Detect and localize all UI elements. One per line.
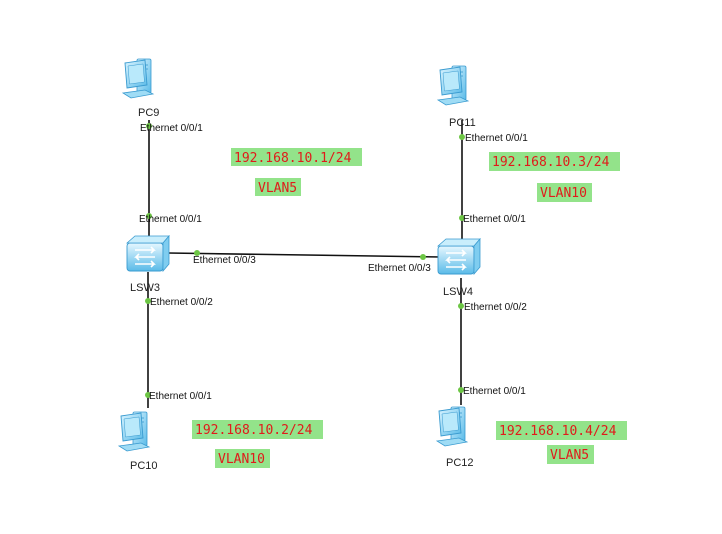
note-pc11-ip: 192.168.10.3/24 bbox=[489, 152, 620, 171]
note-pc12-ip-text: 192.168.10.4/24 bbox=[499, 424, 617, 439]
note-pc11-ip-text: 192.168.10.3/24 bbox=[492, 155, 610, 170]
lsw3-label: LSW3 bbox=[130, 282, 160, 294]
port-dot-lsw3-e002 bbox=[145, 298, 151, 304]
pc10-label: PC10 bbox=[130, 460, 158, 472]
link-lsw3-lsw4[interactable] bbox=[167, 252, 442, 258]
note-pc9-ip-text: 192.168.10.1/24 bbox=[234, 151, 352, 166]
port-label-pc11-e001: Ethernet 0/0/1 bbox=[465, 133, 528, 144]
port-dot-pc9 bbox=[146, 123, 152, 129]
port-label-pc9-e001: Ethernet 0/0/1 bbox=[140, 123, 203, 134]
port-dot-lsw3-e003 bbox=[194, 250, 200, 256]
port-label-pc12-e001: Ethernet 0/0/1 bbox=[463, 386, 526, 397]
port-label-lsw4-e002: Ethernet 0/0/2 bbox=[464, 302, 527, 313]
port-dot-pc10 bbox=[145, 392, 151, 398]
lsw3-device[interactable] bbox=[126, 235, 170, 272]
pc11-device[interactable] bbox=[437, 65, 469, 106]
port-dot-pc11 bbox=[459, 134, 465, 140]
switch-icon bbox=[126, 235, 170, 272]
port-label-lsw3-e001: Ethernet 0/0/1 bbox=[139, 214, 202, 225]
port-dot-pc12 bbox=[458, 387, 464, 393]
note-pc10-vlan-text: VLAN10 bbox=[218, 452, 265, 467]
port-label-lsw4-e003: Ethernet 0/0/3 bbox=[368, 263, 431, 274]
pc12-label: PC12 bbox=[446, 457, 474, 469]
note-pc12-vlan: VLAN5 bbox=[547, 445, 594, 464]
switch-icon bbox=[437, 238, 481, 275]
port-dot-lsw3-e001 bbox=[146, 213, 152, 219]
note-pc9-vlan-text: VLAN5 bbox=[258, 181, 297, 196]
note-pc11-vlan-text: VLAN10 bbox=[540, 186, 587, 201]
note-pc12-vlan-text: VLAN5 bbox=[550, 448, 589, 463]
pc11-icon bbox=[437, 65, 469, 106]
lsw4-label: LSW4 bbox=[443, 286, 473, 298]
port-dot-lsw4-e003 bbox=[420, 254, 426, 260]
note-pc10-vlan: VLAN10 bbox=[215, 449, 270, 468]
pc9-label: PC9 bbox=[138, 107, 159, 119]
note-pc11-vlan: VLAN10 bbox=[537, 183, 592, 202]
note-pc9-vlan: VLAN5 bbox=[255, 178, 301, 196]
pc11-label: PC11 bbox=[449, 117, 476, 129]
note-pc10-ip: 192.168.10.2/24 bbox=[192, 420, 323, 439]
pc10-icon bbox=[118, 411, 150, 452]
pc10-device[interactable] bbox=[118, 411, 150, 452]
port-dots bbox=[145, 123, 465, 398]
port-label-lsw4-e001: Ethernet 0/0/1 bbox=[463, 214, 526, 225]
pc12-icon bbox=[436, 406, 468, 447]
note-pc12-ip: 192.168.10.4/24 bbox=[496, 421, 627, 440]
port-dot-lsw4-e001 bbox=[459, 215, 465, 221]
pc9-icon bbox=[122, 58, 154, 99]
note-pc9-ip: 192.168.10.1/24 bbox=[231, 148, 362, 166]
pc9-device[interactable] bbox=[122, 58, 154, 99]
port-dot-lsw4-e002 bbox=[458, 303, 464, 309]
port-label-lsw3-e002: Ethernet 0/0/2 bbox=[150, 297, 213, 308]
pc12-device[interactable] bbox=[436, 406, 468, 447]
note-pc10-ip-text: 192.168.10.2/24 bbox=[195, 423, 313, 438]
port-label-lsw3-e003: Ethernet 0/0/3 bbox=[193, 255, 256, 266]
lsw4-device[interactable] bbox=[437, 238, 481, 275]
port-label-pc10-e001: Ethernet 0/0/1 bbox=[149, 391, 212, 402]
